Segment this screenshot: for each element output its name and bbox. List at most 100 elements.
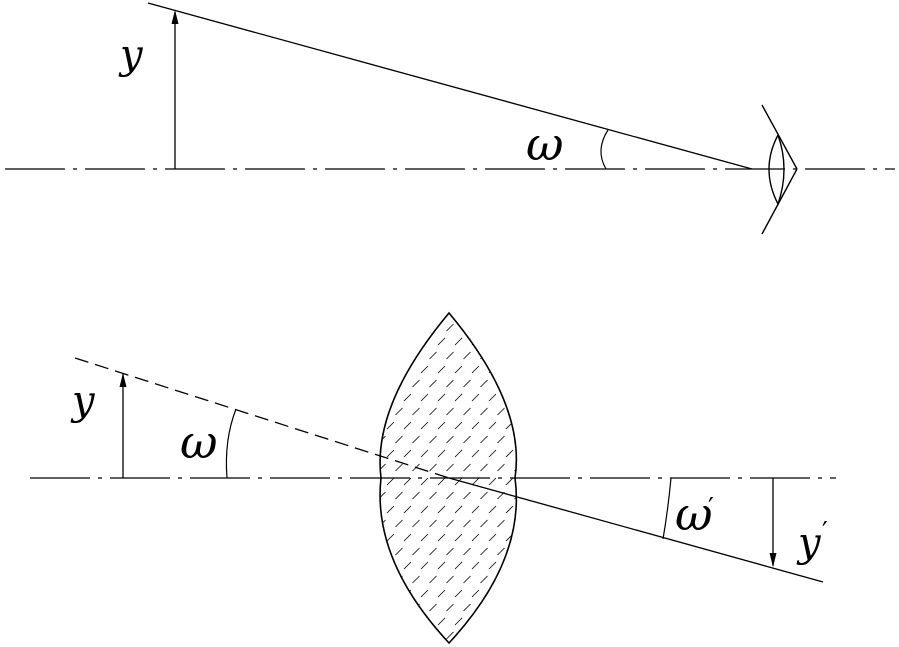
- incident-ray: [74, 357, 450, 479]
- hatch-stroke: [395, 519, 403, 528]
- bottom-image-angle-prime: ′: [708, 493, 714, 523]
- hatch-stroke: [505, 449, 514, 458]
- hatch-stroke: [386, 617, 395, 626]
- hatch-stroke: [412, 323, 420, 332]
- hatch-stroke: [412, 631, 420, 640]
- hatch-stroke: [497, 463, 505, 472]
- hatch-stroke: [454, 337, 463, 346]
- hatch-stroke: [471, 561, 480, 570]
- hatch-stroke: [480, 491, 488, 500]
- hatch-stroke: [403, 337, 412, 346]
- hatch-stroke: [429, 491, 437, 500]
- hatch-stroke: [380, 323, 386, 332]
- hatch-stroke: [420, 313, 429, 318]
- hatch-stroke: [437, 337, 446, 346]
- hatch-stroke: [514, 547, 517, 556]
- hatch-stroke: [523, 590, 530, 597]
- hatch-stroke: [380, 603, 386, 612]
- hatch-stroke: [488, 617, 497, 626]
- hatch-stroke: [480, 631, 488, 640]
- eye-icon: [761, 104, 798, 235]
- hatch-stroke: [446, 631, 454, 640]
- hatch-stroke: [370, 366, 377, 373]
- hatch-stroke: [471, 589, 480, 598]
- hatch-stroke: [463, 351, 471, 360]
- hatch-stroke: [420, 561, 429, 570]
- hatch-stroke: [429, 435, 437, 444]
- hatch-stroke: [505, 589, 514, 598]
- hatch-stroke: [488, 561, 497, 570]
- hatch-stroke: [370, 310, 377, 317]
- hatch-stroke: [454, 421, 463, 430]
- hatch-stroke: [437, 589, 446, 598]
- hatch-stroke: [471, 393, 480, 402]
- hatch-stroke: [437, 533, 446, 542]
- hatch-stroke: [386, 477, 395, 486]
- hatch-stroke: [412, 491, 420, 500]
- hatch-stroke: [395, 351, 403, 360]
- hatch-stroke: [514, 379, 517, 388]
- hatch-stroke: [420, 617, 429, 626]
- top-object-height-label: y: [118, 32, 144, 78]
- hatch-stroke: [370, 478, 377, 485]
- hatch-stroke: [514, 603, 517, 612]
- hatch-stroke: [386, 421, 395, 430]
- hatch-stroke: [505, 313, 514, 318]
- hatch-stroke: [514, 407, 517, 416]
- hatch-stroke: [395, 323, 403, 332]
- hatch-stroke: [463, 407, 471, 416]
- hatch-stroke: [446, 435, 454, 444]
- hatch-stroke: [454, 477, 463, 486]
- hatch-stroke: [370, 506, 377, 513]
- bottom-object-height-label: y: [70, 378, 96, 424]
- hatch-stroke: [463, 491, 471, 500]
- hatch-stroke: [523, 338, 530, 345]
- hatch-stroke: [380, 491, 386, 500]
- hatch-stroke: [497, 351, 505, 360]
- hatch-stroke: [514, 631, 517, 640]
- hatch-stroke: [505, 505, 514, 514]
- hatch-stroke: [380, 351, 386, 360]
- hatch-stroke: [446, 519, 454, 528]
- hatch-stroke: [454, 589, 463, 598]
- bottom-figure: y ω ω ′ y ′: [30, 310, 836, 645]
- hatch-stroke: [380, 463, 386, 472]
- hatch-stroke: [380, 631, 386, 640]
- hatch-stroke: [403, 533, 412, 542]
- hatch-stroke: [420, 533, 429, 542]
- hatch-stroke: [488, 589, 497, 598]
- hatch-stroke: [505, 617, 514, 626]
- hatch-stroke: [463, 575, 471, 584]
- hatch-stroke: [471, 421, 480, 430]
- hatch-stroke: [505, 393, 514, 402]
- hatch-stroke: [497, 575, 505, 584]
- hatch-stroke: [370, 450, 377, 457]
- hatch-stroke: [505, 365, 514, 374]
- hatch-stroke: [454, 393, 463, 402]
- hatch-stroke: [471, 505, 480, 514]
- hatch-stroke: [480, 463, 488, 472]
- hatch-stroke: [471, 533, 480, 542]
- hatch-stroke: [429, 575, 437, 584]
- hatch-stroke: [446, 547, 454, 556]
- hatch-stroke: [480, 435, 488, 444]
- hatch-stroke: [514, 323, 517, 332]
- hatch-stroke: [380, 407, 386, 416]
- hatch-stroke: [505, 337, 514, 346]
- hatch-stroke: [386, 533, 395, 542]
- lens: [379, 311, 518, 645]
- hatch-stroke: [437, 617, 446, 626]
- hatch-stroke: [395, 491, 403, 500]
- hatch-stroke: [403, 505, 412, 514]
- hatch-stroke: [386, 337, 395, 346]
- hatch-stroke: [463, 463, 471, 472]
- hatch-stroke: [429, 463, 437, 472]
- hatch-stroke: [403, 313, 412, 318]
- hatch-stroke: [454, 365, 463, 374]
- hatch-stroke: [471, 477, 480, 486]
- hatch-stroke: [514, 519, 517, 528]
- hatch-stroke: [497, 631, 505, 640]
- hatch-stroke: [463, 379, 471, 388]
- hatch-stroke: [463, 519, 471, 528]
